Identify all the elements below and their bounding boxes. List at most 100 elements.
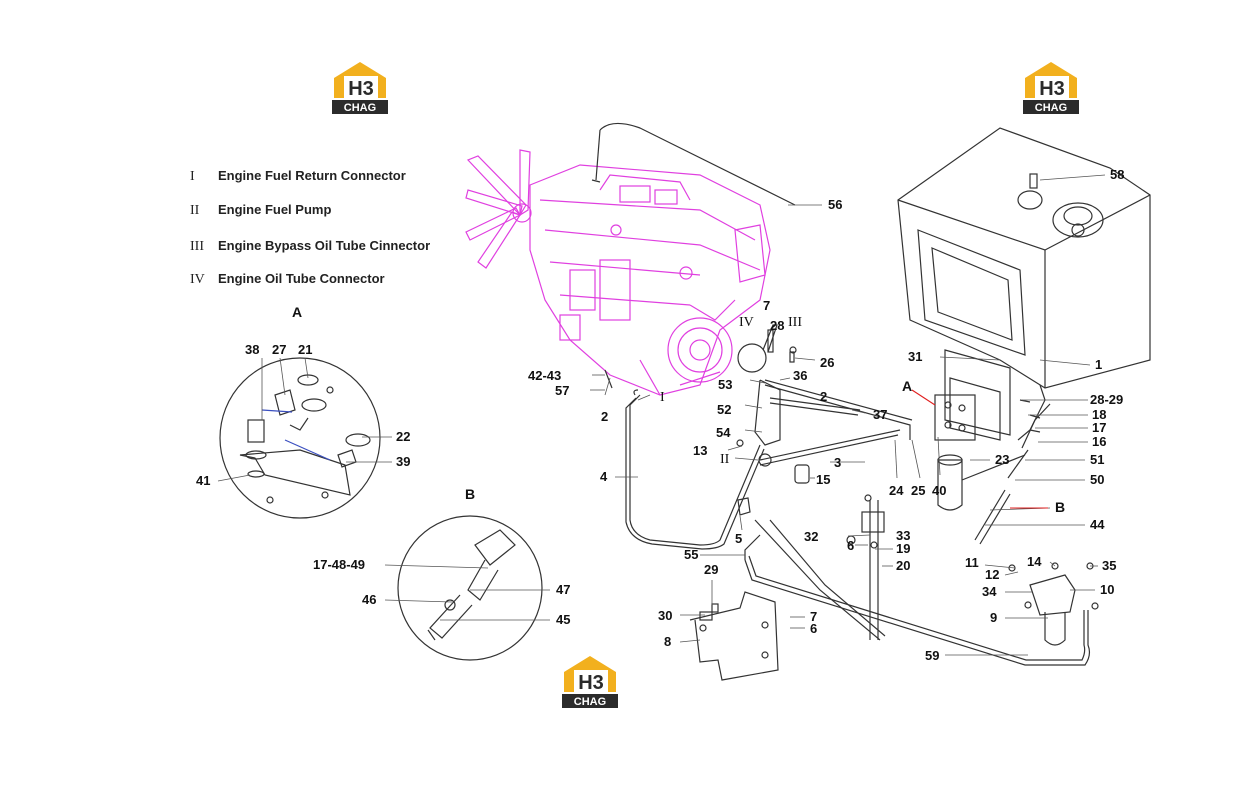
callout-10: 10: [1100, 582, 1114, 597]
legend-numeral: II: [190, 203, 200, 218]
callout-56: 56: [828, 197, 842, 212]
logo-text: CHAG: [574, 696, 606, 708]
detail-a: [219, 357, 381, 519]
callout-22: 22: [396, 429, 410, 444]
callout-23: 23: [995, 452, 1009, 467]
callout-29: 29: [704, 562, 718, 577]
callout-33: 33: [896, 528, 910, 543]
callout-16: 16: [1092, 434, 1106, 449]
legend-item-2: II Engine Fuel Pump: [190, 202, 331, 219]
legend-text: Engine Fuel Return Connector: [218, 168, 406, 183]
callout-39: 39: [396, 454, 410, 469]
callout-18: 18: [1092, 407, 1106, 422]
legend-item-3: III Engine Bypass Oil Tube Cinnector: [190, 238, 430, 255]
legend-item-1: I Engine Fuel Return Connector: [190, 168, 406, 185]
callout-41: 41: [196, 473, 210, 488]
callout-b-label: B: [1055, 499, 1065, 515]
callout-55: 55: [684, 547, 698, 562]
callout-7a: 7: [763, 298, 770, 313]
fuel-tank: [897, 127, 1151, 389]
callout-28-29: 28-29: [1090, 392, 1123, 407]
h3-chag-logo-icon: H3 CHAG: [562, 656, 618, 708]
logo-text: CHAG: [344, 102, 376, 114]
callout-8: 8: [664, 634, 671, 649]
callout-12: 12: [985, 567, 999, 582]
logo-mark: H3: [578, 672, 604, 694]
callout-2a: 2: [601, 409, 608, 424]
callout-26: 26: [820, 355, 834, 370]
callout-34: 34: [982, 584, 997, 599]
callout-32: 32: [804, 529, 818, 544]
callout-24: 24: [889, 483, 904, 498]
callout-20: 20: [896, 558, 910, 573]
engine-fan: [465, 149, 532, 269]
legend-text: Engine Fuel Pump: [218, 202, 332, 217]
engine-illustration: [465, 149, 771, 396]
callout-9: 9: [990, 610, 997, 625]
callout-roman-iii: III: [788, 315, 802, 330]
logo-mark: H3: [1039, 78, 1065, 100]
callout-2b: 2: [820, 389, 827, 404]
callout-17-48-49: 17-48-49: [313, 557, 365, 572]
callout-4: 4: [600, 469, 608, 484]
callout-13: 13: [693, 443, 707, 458]
detail-b-title: B: [465, 486, 475, 502]
logo-bottom: H3 CHAG: [560, 654, 620, 715]
logo-mark: H3: [348, 78, 374, 100]
logo-text: CHAG: [1035, 102, 1067, 114]
detail-b: [397, 515, 543, 661]
legend-item-4: IV Engine Oil Tube Connector: [190, 271, 385, 288]
callout-53: 53: [718, 377, 732, 392]
callout-14: 14: [1027, 554, 1042, 569]
callout-roman-iv: IV: [739, 315, 754, 330]
callout-7b: 7: [810, 609, 817, 624]
callout-37: 37: [873, 407, 887, 422]
callout-21: 21: [298, 342, 312, 357]
callout-47: 47: [556, 582, 570, 597]
legend-numeral: IV: [190, 272, 205, 287]
callout-25: 25: [911, 483, 925, 498]
h3-chag-logo-icon: H3 CHAG: [332, 62, 388, 114]
callout-44: 44: [1090, 517, 1105, 532]
legend-text: Engine Oil Tube Connector: [218, 271, 385, 286]
fittings: [604, 324, 1099, 681]
callout-19: 19: [896, 541, 910, 556]
callout-roman-i: I: [660, 390, 665, 405]
legend-numeral: I: [190, 169, 195, 184]
callout-6b: 6: [810, 621, 817, 636]
callout-28: 28: [770, 318, 784, 333]
leader-lines: [217, 174, 1106, 656]
callout-27: 27: [272, 342, 286, 357]
logo-top-left: H3 CHAG: [330, 60, 390, 121]
callout-3: 3: [834, 455, 841, 470]
callout-38: 38: [245, 342, 259, 357]
logo-top-right: H3 CHAG: [1021, 60, 1081, 121]
legend-numeral: III: [190, 239, 204, 254]
callout-36: 36: [793, 368, 807, 383]
callout-17: 17: [1092, 420, 1106, 435]
detail-a-title: A: [292, 304, 302, 320]
callout-15: 15: [816, 472, 830, 487]
callout-40: 40: [932, 483, 946, 498]
callout-roman-ii: II: [720, 452, 730, 467]
filter-bracket: [934, 349, 1041, 511]
h3-chag-logo-icon: H3 CHAG: [1023, 62, 1079, 114]
callout-5: 5: [735, 531, 742, 546]
callout-1: 1: [1095, 357, 1102, 372]
callouts: 56 58 1 31 A 28-29 18 17 16 23 51 50 B 4…: [196, 167, 1124, 663]
callout-54: 54: [716, 425, 731, 440]
callout-31: 31: [908, 349, 922, 364]
callout-45: 45: [556, 612, 570, 627]
callout-46: 46: [362, 592, 376, 607]
callout-51: 51: [1090, 452, 1104, 467]
callout-52: 52: [717, 402, 731, 417]
red-leaders: [911, 389, 1048, 509]
callout-a-label: A: [902, 378, 912, 394]
callout-57: 57: [555, 383, 569, 398]
callout-50: 50: [1090, 472, 1104, 487]
callout-30: 30: [658, 608, 672, 623]
callout-58: 58: [1110, 167, 1124, 182]
legend-text: Engine Bypass Oil Tube Cinnector: [218, 238, 431, 253]
